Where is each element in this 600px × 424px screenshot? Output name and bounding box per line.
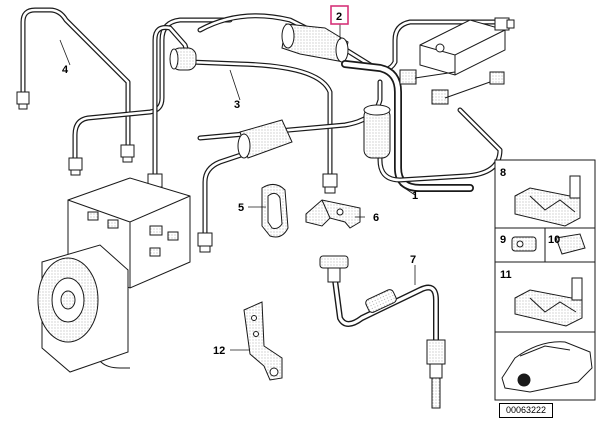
leader-lines xyxy=(59,24,416,351)
clip-part-11[interactable] xyxy=(514,277,583,327)
line-3-hose xyxy=(169,47,197,71)
bracket-part-12[interactable] xyxy=(243,301,283,381)
hose-part-2[interactable] xyxy=(281,23,349,63)
callout-5[interactable]: 5 xyxy=(238,202,244,214)
brake-line-3[interactable] xyxy=(152,25,333,178)
callout-9[interactable]: 9 xyxy=(500,234,506,246)
callout-1[interactable]: 1 xyxy=(412,190,418,202)
abs-line-right[interactable] xyxy=(202,149,253,238)
clip-part-10[interactable] xyxy=(555,233,586,255)
bracket-part-6[interactable] xyxy=(305,199,361,229)
callout-4[interactable]: 4 xyxy=(62,64,69,76)
callout-10[interactable]: 10 xyxy=(548,234,560,246)
hose-7-fittings xyxy=(319,255,446,409)
callout-12[interactable]: 12 xyxy=(213,345,225,357)
abs-pump-motor xyxy=(37,244,129,373)
brake-line-1[interactable] xyxy=(197,60,503,192)
line-3-fittings xyxy=(147,173,338,194)
distribution-block[interactable] xyxy=(399,17,515,105)
brake-line-4[interactable] xyxy=(20,7,131,148)
clip-part-8[interactable] xyxy=(514,175,581,227)
brake-line-4-fitting xyxy=(16,91,135,163)
callout-11[interactable]: 11 xyxy=(500,269,512,281)
car-locator-icon xyxy=(501,341,593,393)
callout-6[interactable]: 6 xyxy=(373,212,379,224)
callout-2[interactable]: 2 xyxy=(336,11,342,23)
abs-line-right-fitting xyxy=(197,232,213,253)
hose-sleeve-1 xyxy=(363,104,391,159)
callout-8[interactable]: 8 xyxy=(500,167,506,179)
callout-2-highlight xyxy=(330,5,349,25)
lower-left-fitting xyxy=(68,157,83,176)
grommet-part-5[interactable] xyxy=(261,184,289,238)
callout-7[interactable]: 7 xyxy=(410,254,416,266)
clip-part-9[interactable] xyxy=(511,236,537,252)
brake-hose-part-7[interactable] xyxy=(332,277,439,348)
drawing-reference-number: 00063222 xyxy=(499,403,553,418)
callout-3[interactable]: 3 xyxy=(234,99,240,111)
abs-line-hose xyxy=(237,119,293,159)
